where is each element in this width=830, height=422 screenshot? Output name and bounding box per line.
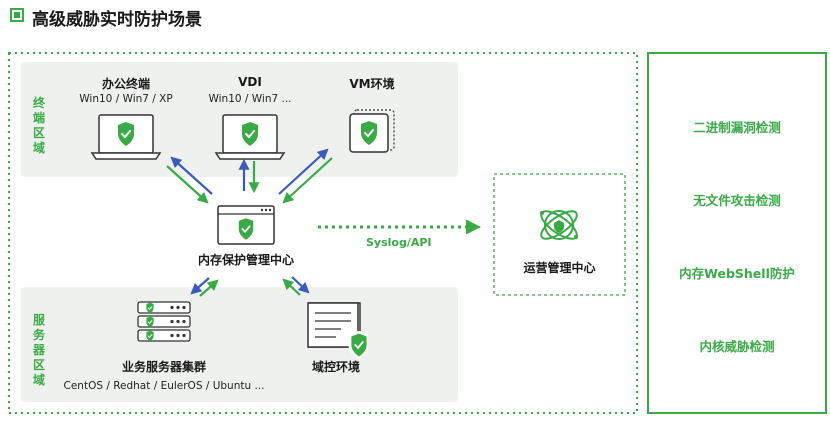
arrow-domain-down <box>291 276 310 294</box>
syslog-label: Syslog/API <box>366 236 432 249</box>
laptop-icon <box>214 114 286 160</box>
virtual-machine-icon <box>349 109 395 153</box>
capability-fileless: 无文件攻击检测 <box>693 193 781 208</box>
capability-panel <box>647 52 827 414</box>
server-rack-icon <box>137 301 191 342</box>
arrow-domain-up <box>282 278 301 296</box>
page-title: 高级威胁实时防护场景 <box>32 10 202 30</box>
server-cluster-name: 业务服务器集群 <box>121 360 206 374</box>
laptop-icon <box>90 114 162 160</box>
capability-kernel: 内核威胁检测 <box>699 339 775 354</box>
ops-center-label: 运营管理中心 <box>523 261 596 275</box>
capability-binary-vuln: 二进制漏洞检测 <box>693 120 781 135</box>
arrow-servers-down <box>190 277 210 295</box>
endpoint-name-office: 办公终端 <box>101 77 150 91</box>
title-square-icon <box>10 8 24 22</box>
outer-dashed-frame <box>8 52 638 414</box>
arrow-laptop1-up <box>170 156 213 195</box>
domain-control-name: 域控环境 <box>311 360 360 374</box>
atom-icon <box>540 210 578 240</box>
server-zone-label: 服务器区域 <box>32 313 45 387</box>
arrow-vm-up <box>278 148 329 195</box>
document-icon <box>307 302 368 361</box>
endpoint-name-vdi: VDI <box>238 75 262 89</box>
terminal-zone-label: 终端区域 <box>32 96 45 155</box>
endpoint-os-vdi: Win10 / Win7 ... <box>208 93 292 105</box>
center-label: 内存保护管理中心 <box>197 253 294 267</box>
endpoint-name-vm: VM环境 <box>349 77 395 91</box>
browser-window-icon <box>217 205 275 245</box>
arrow-servers-up <box>199 279 219 297</box>
arrow-laptop1-down <box>166 165 209 204</box>
capability-webshell: 内存WebShell防护 <box>679 266 795 281</box>
arrow-vm-down <box>282 157 333 204</box>
endpoint-os-office: Win10 / Win7 / XP <box>79 93 173 105</box>
server-cluster-os: CentOS / Redhat / EulerOS / Ubuntu ... <box>63 380 265 392</box>
